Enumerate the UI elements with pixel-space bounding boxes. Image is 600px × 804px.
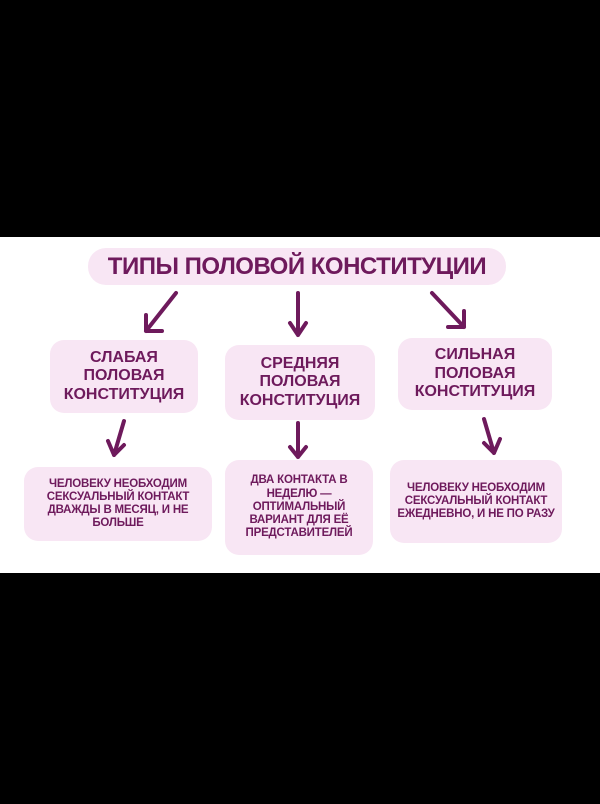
arrow-to-strong: [430, 291, 466, 329]
arrow-strong-desc: [482, 417, 502, 455]
arrow-weak-desc: [106, 419, 126, 457]
type-strong: СИЛЬНАЯ ПОЛОВАЯ КОНСТИТУЦИЯ: [398, 338, 552, 410]
diagram-panel: ТИПЫ ПОЛОВОЙ КОНСТИТУЦИИ СЛАБАЯ ПОЛОВАЯ …: [0, 237, 600, 573]
diagram-title: ТИПЫ ПОЛОВОЙ КОНСТИТУЦИИ: [88, 248, 506, 285]
description-medium: ДВА КОНТАКТА В НЕДЕЛЮ — ОПТИМАЛЬНЫЙ ВАРИ…: [225, 460, 373, 555]
type-weak: СЛАБАЯ ПОЛОВАЯ КОНСТИТУЦИЯ: [50, 340, 198, 413]
description-strong: ЧЕЛОВЕКУ НЕОБХОДИМ СЕКСУАЛЬНЫЙ КОНТАКТ Е…: [390, 460, 562, 543]
arrow-to-medium: [288, 291, 308, 337]
type-medium: СРЕДНЯЯ ПОЛОВАЯ КОНСТИТУЦИЯ: [225, 345, 375, 420]
description-weak: ЧЕЛОВЕКУ НЕОБХОДИМ СЕКСУАЛЬНЫЙ КОНТАКТ Д…: [24, 467, 212, 541]
arrow-medium-desc: [288, 421, 308, 459]
arrow-to-weak: [144, 291, 178, 333]
arrows: [106, 291, 502, 459]
